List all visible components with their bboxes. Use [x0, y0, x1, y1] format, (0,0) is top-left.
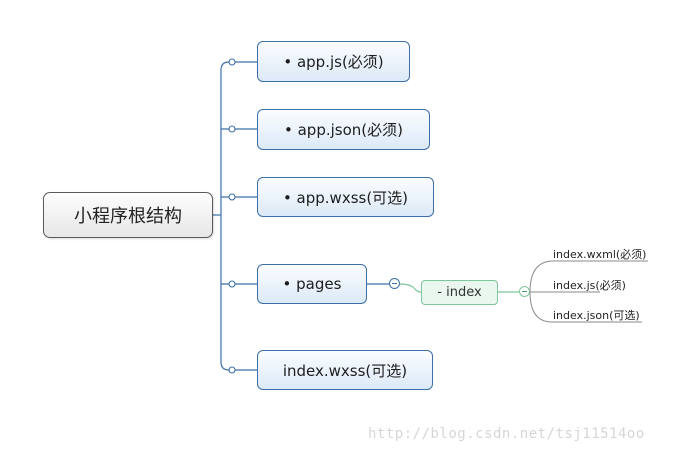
topic-index-wxss[interactable]: index.wxss(可选) — [257, 350, 433, 390]
leaf-index-js[interactable]: index.js(必须) — [553, 279, 626, 292]
topic-app-json[interactable]: • app.json(必须) — [257, 109, 430, 150]
index-collapse-icon[interactable] — [519, 286, 530, 297]
pages-collapse-icon[interactable] — [389, 278, 400, 289]
watermark-text: http://blog.csdn.net/tsj11514oo — [368, 426, 645, 442]
leaf-index-wxml[interactable]: index.wxml(必须) — [553, 248, 647, 261]
subtopic-index[interactable]: - index — [421, 280, 498, 305]
root-node[interactable]: 小程序根结构 — [43, 192, 213, 238]
topic-app-js[interactable]: • app.js(必须) — [257, 41, 410, 82]
topic-pages[interactable]: • pages — [257, 264, 367, 304]
topic-app-wxss[interactable]: • app.wxss(可选) — [257, 177, 434, 217]
leaf-index-json[interactable]: index.json(可选) — [553, 309, 640, 322]
